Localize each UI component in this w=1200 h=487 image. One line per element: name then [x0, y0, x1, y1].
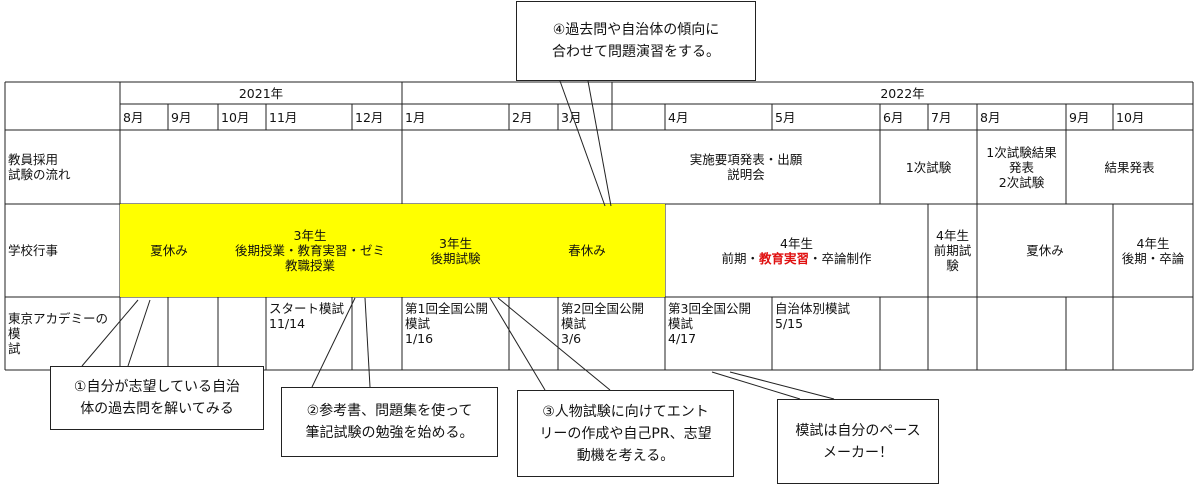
mock-start: スタート模試 11/14	[269, 301, 345, 331]
exam-flow-announcement: 実施要項発表・出願 説明会	[689, 152, 803, 182]
month-header: 12月	[355, 109, 384, 125]
month-header: 7月	[931, 109, 952, 125]
mock-local: 自治体別模試 5/15	[775, 301, 851, 331]
event-summer-break-2: 夏休み	[1026, 243, 1064, 258]
callout-2: ②参考書、問題集を使って 筆記試験の勉強を始める。	[281, 387, 498, 457]
callout-1: ①自分が志望している自治 体の過去問を解いてみる	[50, 366, 264, 430]
month-header: 8月	[123, 109, 144, 125]
month-header: 3月	[561, 109, 582, 125]
mock-national-2: 第2回全国公開 模試 3/6	[561, 301, 644, 346]
fourth-year-early-text: 4年生前期・教育実習・卒論制作	[721, 236, 871, 266]
event-fourth-year-early: 4年生前期・教育実習・卒論制作	[665, 204, 928, 297]
fourth-year-suffix: ・卒論制作	[809, 250, 872, 266]
fourth-year-prefix: 前期・	[721, 250, 759, 266]
row-label-school-events: 学校行事	[8, 243, 59, 258]
school-events-highlight	[120, 204, 665, 297]
callout-3: ③人物試験に向けてエント リーの作成や自己PR、志望 動機を考える。	[517, 390, 734, 477]
mock-national-3: 第3回全国公開 模試 4/17	[668, 301, 751, 346]
mock-national-1: 第1回全国公開 模試 1/16	[405, 301, 488, 346]
fourth-year-activities: 前期・教育実習・卒論制作	[721, 251, 871, 266]
event-spring-break: 春休み	[568, 243, 606, 258]
month-header: 10月	[221, 109, 250, 125]
event-fourth-year-late: 4年生 後期・卒論	[1121, 235, 1185, 266]
month-header: 1月	[405, 109, 426, 125]
year-2022-header: 2022年	[880, 85, 925, 101]
event-fourth-year-exam: 4年生 前期試 験	[933, 228, 972, 273]
event-third-year-exam: 3年生 後期試験	[430, 235, 481, 266]
month-header: 5月	[775, 109, 796, 125]
month-header: 8月	[980, 109, 1001, 125]
callout-5: 模試は自分のペース メーカー！	[777, 399, 939, 484]
month-header: 6月	[883, 109, 904, 125]
month-header: 9月	[171, 109, 192, 125]
exam-flow-first-result: 1次試験結果 発表 2次試験	[986, 144, 1057, 190]
month-header: 10月	[1116, 109, 1145, 125]
month-header: 9月	[1069, 109, 1090, 125]
event-third-year-late: 3年生 後期授業・教育実習・ゼミ 教職授業	[234, 228, 385, 273]
month-header: 4月	[668, 109, 689, 125]
exam-flow-first-exam: 1次試験	[905, 159, 952, 175]
month-header: 2月	[512, 109, 533, 125]
fourth-year-title: 4年生	[780, 235, 813, 251]
year-2021-header: 2021年	[238, 85, 284, 101]
month-header: 11月	[269, 109, 298, 125]
row-label-exam-flow: 教員採用 試験の流れ	[8, 152, 71, 182]
teaching-practice-highlight: 教育実習	[758, 250, 809, 266]
exam-flow-result: 結果発表	[1104, 159, 1155, 175]
row-label-mock-exams: 東京アカデミーの模 試	[8, 311, 109, 356]
event-summer-break-1: 夏休み	[150, 243, 188, 258]
callout-4: ④過去問や自治体の傾向に 合わせて問題演習をする。	[516, 1, 756, 81]
